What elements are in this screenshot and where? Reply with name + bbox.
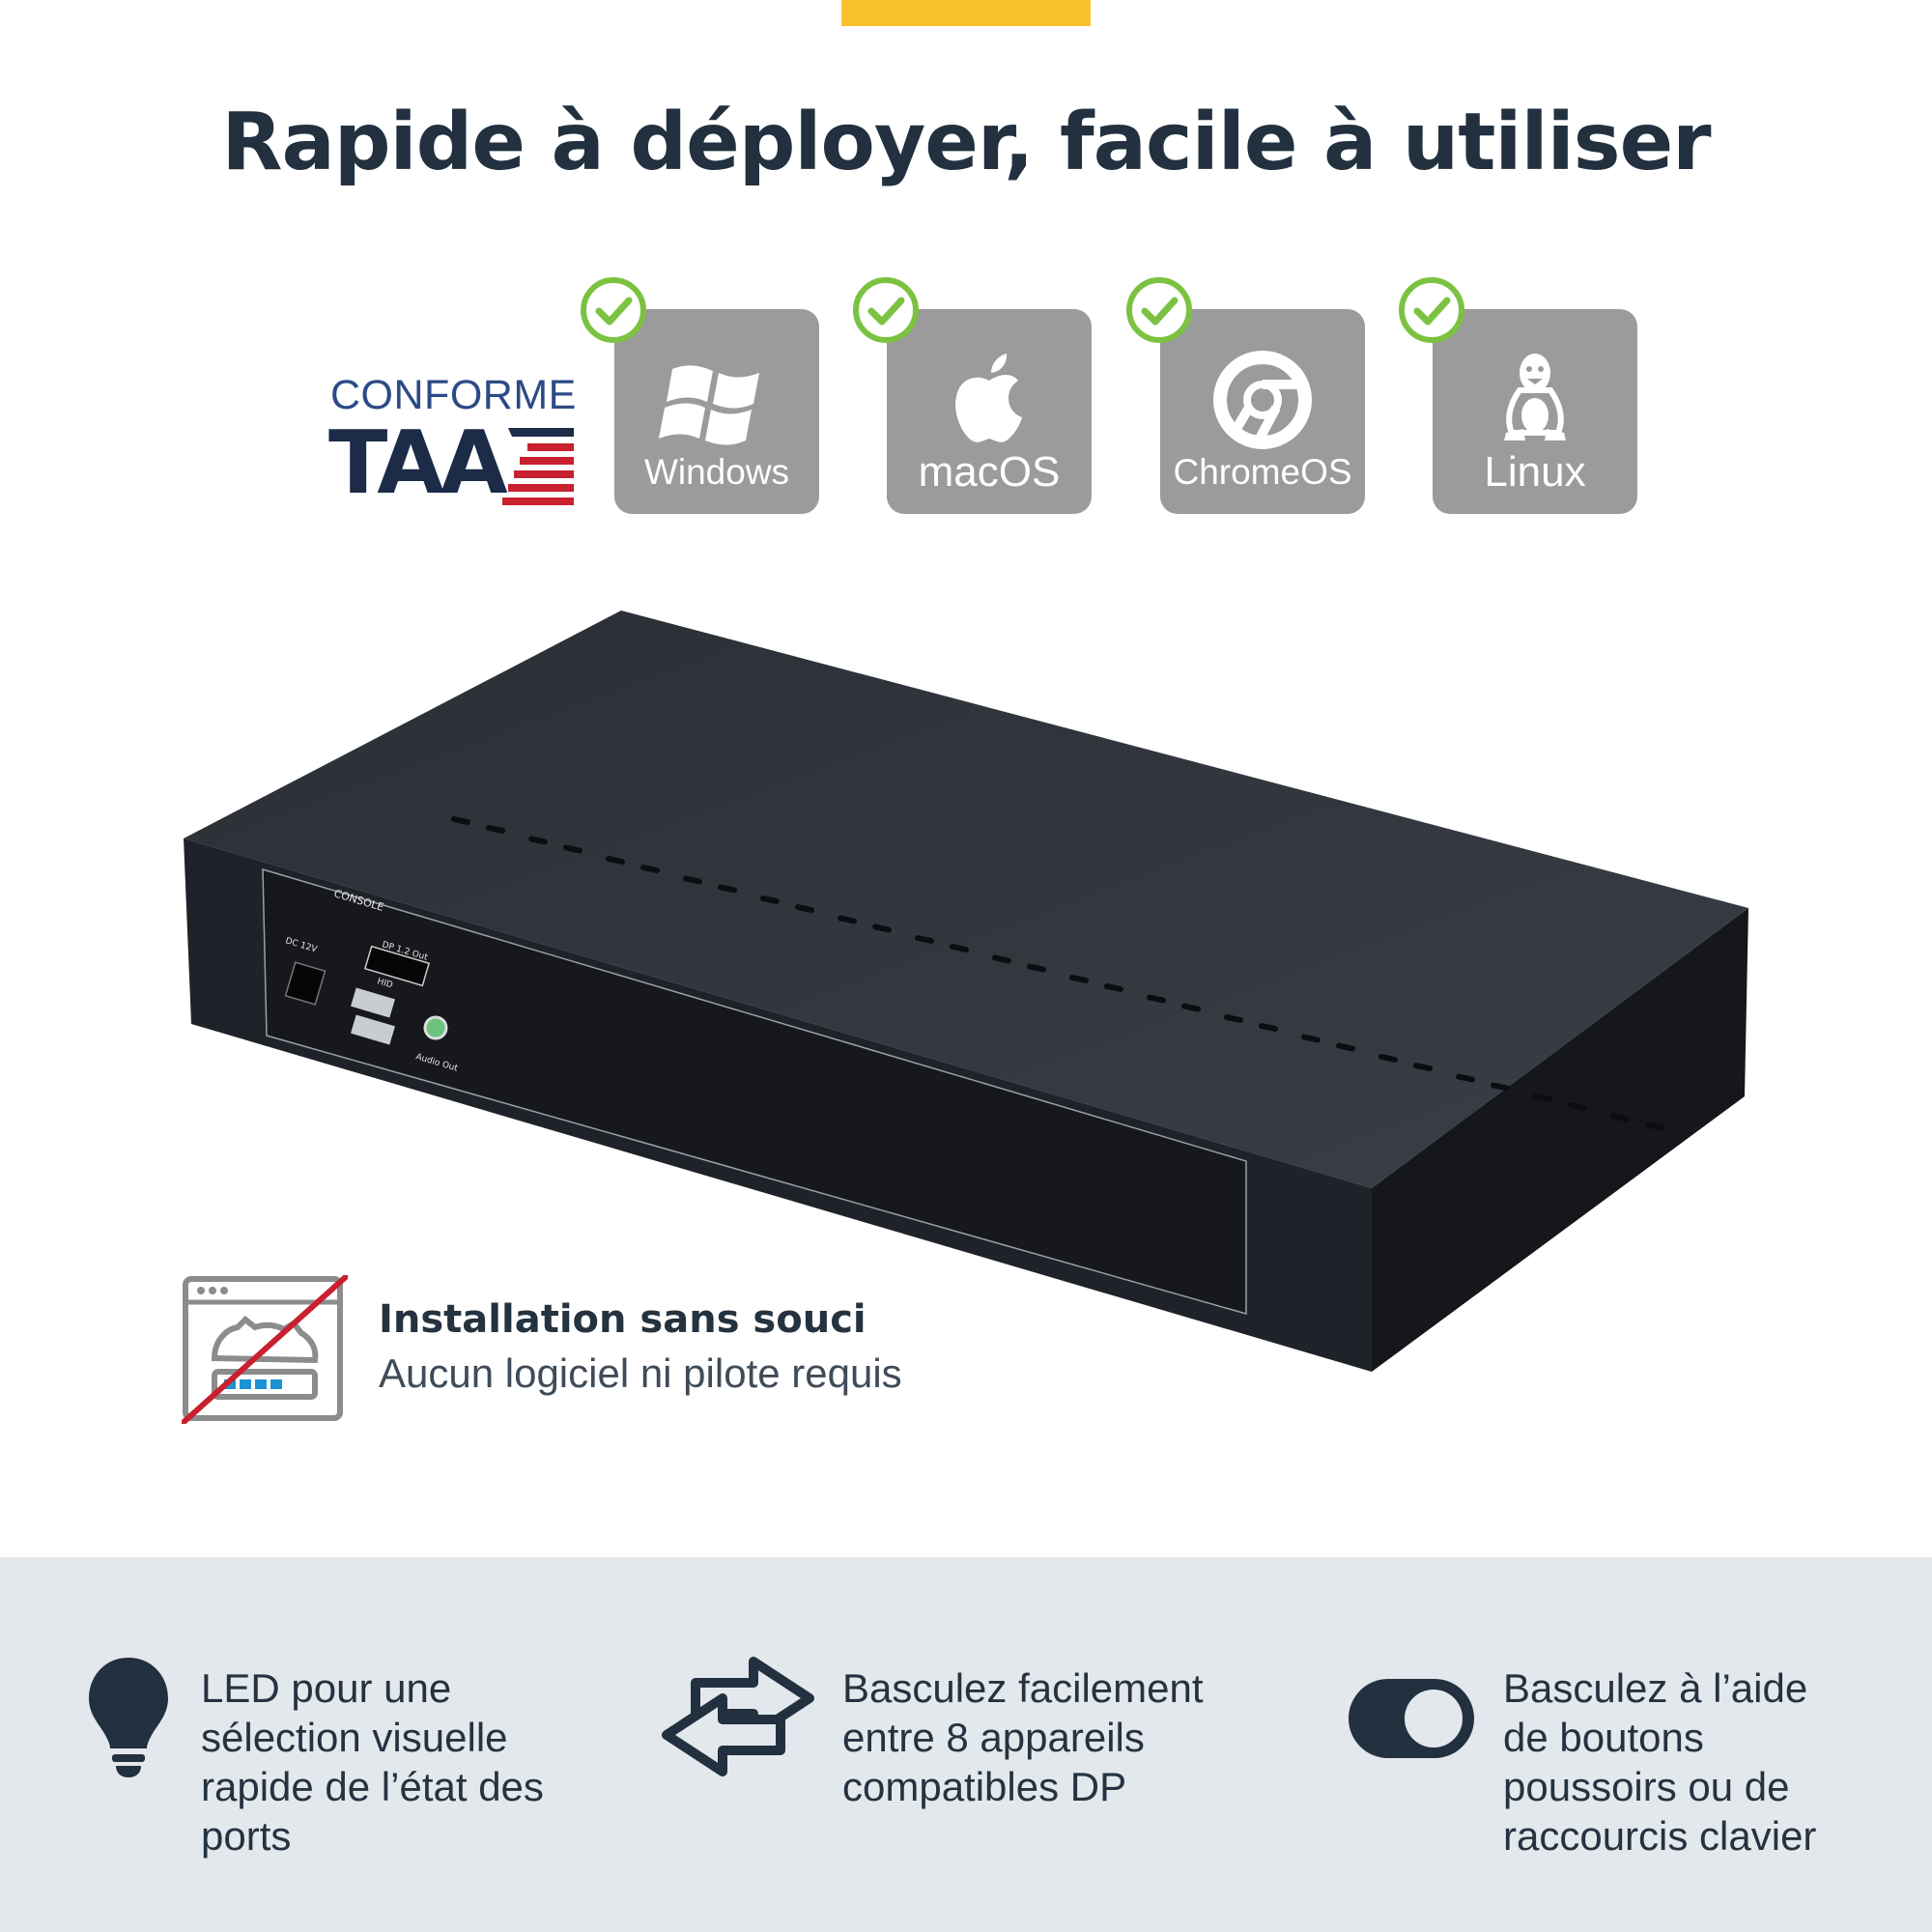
feature-led-line: ports [201,1813,292,1859]
check-icon [581,277,646,343]
vent-slot [915,935,934,944]
vent-slot [606,856,625,865]
vent-slot [718,884,737,894]
feature-hotkeys-line: poussoirs ou de [1503,1764,1790,1809]
os-tile-macos: macOS [853,277,1092,514]
vent-slot [992,954,1011,964]
top-accent-bar [841,0,1091,26]
vent-slot [1533,1094,1552,1102]
lightbulb-icon [89,1658,168,1777]
feature-hotkeys-line: Basculez à l’aide [1503,1665,1808,1711]
windows-icon [659,365,759,445]
taa-conforme-label: CONFORME [330,372,577,418]
vent-slot [795,904,814,913]
no-software-icon [182,1275,348,1424]
vent-slot [451,816,470,825]
vent-slot [1259,1023,1278,1032]
us-flag-icon [502,428,574,505]
chrome-icon [1213,351,1312,449]
os-label-macos: macOS [918,448,1061,496]
vent-slot [563,844,582,854]
vent-slots [451,816,1664,1131]
vent-slot [760,895,780,904]
feature-hotkeys-line: de boutons [1503,1715,1704,1760]
vent-slot [1181,1003,1201,1012]
page-title: Rapide à déployer, facile à utiliser [221,97,1711,188]
feature-switch: Basculez facilement entre 8 appareils co… [842,1663,1248,1811]
os-label-linux: Linux [1484,448,1586,496]
taa-label: TAA [328,412,508,514]
swap-arrows-icon [662,1657,814,1776]
hid-label: HID [376,977,394,990]
check-icon [853,277,919,343]
vent-slot [1069,975,1089,983]
vent-slot [1104,983,1123,992]
vent-slot [1645,1122,1664,1131]
vent-slot [838,915,857,924]
taa-compliance-badge: CONFORME TAA [328,372,576,514]
feature-led-line: rapide de l’état des [201,1764,544,1809]
vent-slot [640,865,660,873]
vent-slot [1491,1082,1510,1092]
tux-icon [1504,354,1566,440]
os-tile-chromeos: ChromeOS [1126,277,1365,514]
check-icon [1126,277,1192,343]
vent-slot [683,875,702,885]
feature-hotkeys: Basculez à l’aide de boutons poussoirs o… [1503,1663,1909,1861]
vent-slot [1027,963,1046,973]
feature-led: LED pour une sélection visuelle rapide d… [201,1663,607,1861]
feature-switch-line: entre 8 appareils [842,1715,1145,1760]
vent-slot [1456,1073,1475,1083]
os-label-chromeos: ChromeOS [1173,452,1352,492]
feature-switch-line: Basculez facilement [842,1665,1204,1711]
feature-switch-line: compatibles DP [842,1764,1127,1809]
os-tile-linux: Linux [1399,277,1637,514]
vent-slot [1147,994,1166,1004]
vent-slot [1378,1054,1398,1063]
kvm-switch-image: CONSOLE DC 12V DP 1.2 Out HID Audio Out [184,611,1748,1372]
vent-slot [1610,1113,1630,1122]
vent-slot [1301,1034,1321,1043]
feature-led-line: LED pour une [201,1665,452,1711]
vent-slot [1413,1063,1433,1071]
vent-slot [486,825,505,834]
vent-slot [1224,1014,1243,1023]
os-label-windows: Windows [643,452,790,492]
apple-icon [955,354,1022,442]
features-band [0,1557,1932,1932]
feature-led-line: sélection visuelle [201,1715,508,1760]
vent-slot [872,923,892,933]
vent-slot [950,944,969,952]
vent-slot [528,836,548,845]
feature-hotkeys-line: raccourcis clavier [1503,1813,1817,1859]
vent-slot [1568,1102,1587,1111]
install-title: Installation sans souci [379,1297,867,1342]
os-tile-windows: Windows [581,277,819,514]
check-icon [1399,277,1464,343]
toggle-icon [1349,1679,1474,1758]
vent-slot [1336,1042,1355,1052]
install-subtitle: Aucun logiciel ni pilote requis [379,1350,902,1396]
